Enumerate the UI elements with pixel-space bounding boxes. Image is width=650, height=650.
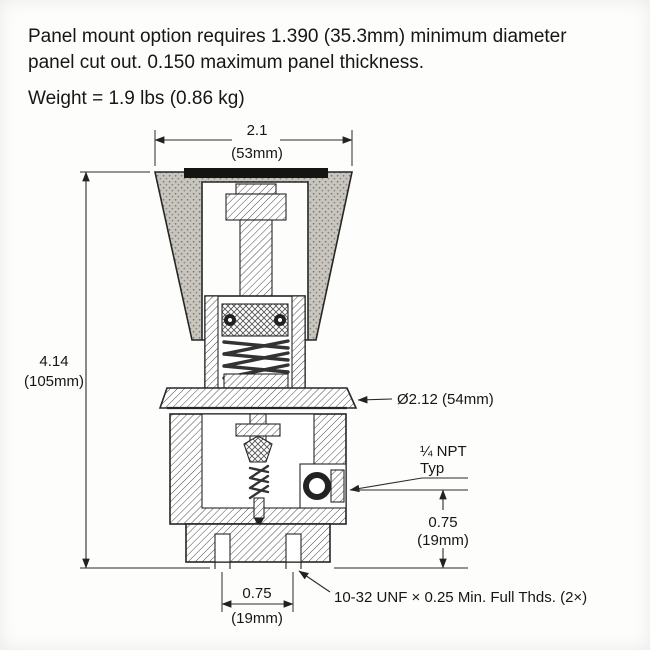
dim-hole-spacing: 0.75 (19mm)	[221, 572, 294, 627]
mounting-studs	[214, 562, 302, 569]
stem-cap	[235, 183, 277, 195]
poppet-stem	[253, 497, 265, 519]
weight-note: Weight = 1.9 lbs (0.86 kg)	[28, 88, 245, 109]
body-dia-label: Ø2.12 (54mm)	[397, 391, 494, 408]
flange-plate	[158, 387, 358, 409]
port-label-line1: ¼ NPT	[420, 443, 467, 460]
poppet	[243, 435, 273, 463]
mounting-hole-right	[285, 533, 302, 563]
port-label-line2: Typ	[420, 460, 444, 477]
diaphragm-flange	[158, 387, 358, 410]
hole-spacing-mm-label: (19mm)	[231, 610, 283, 627]
main-spring	[222, 339, 290, 380]
leader-body-diameter: Ø2.12 (54mm)	[357, 391, 494, 408]
stem-screw	[239, 219, 273, 309]
poppet-tip	[254, 518, 264, 528]
port-height-mm-label: (19mm)	[417, 532, 469, 549]
dim-port-height: 0.75 (19mm)	[334, 489, 469, 569]
o-ring-left-center	[228, 318, 232, 322]
panel-mount-note: Panel mount option requires 1.390 (35.3m…	[28, 24, 567, 76]
adjustment-knob	[154, 168, 353, 341]
lower-spring-seat	[223, 373, 289, 389]
knob-cap	[184, 168, 328, 178]
stem-guide	[235, 423, 281, 437]
mounting-hole-left	[214, 533, 231, 563]
dim-overall-height: 4.14 (105mm)	[24, 171, 210, 569]
port-retainer	[330, 469, 345, 503]
height-mm-label: (105mm)	[24, 373, 84, 390]
leader-port: ¼ NPT Typ	[349, 443, 468, 493]
panel-mount-note-line1: Panel mount option requires 1.390 (35.3m…	[28, 26, 567, 47]
stem-nut	[225, 193, 287, 221]
bonnet-wall-left	[204, 295, 219, 391]
valve-body	[169, 413, 347, 528]
knob-width-mm-label: (53mm)	[231, 145, 283, 162]
hole-spacing-in-label: 0.75	[242, 585, 271, 602]
port-o-ring	[303, 472, 331, 500]
panel-mount-note-line2: panel cut out. 0.150 maximum panel thick…	[28, 52, 425, 74]
leader-thread-note: 10-32 UNF × 0.25 Min. Full Thds. (2×)	[298, 570, 587, 606]
mounting-flange	[185, 523, 331, 569]
poppet-spring	[248, 464, 270, 500]
dim-knob-width: 2.1 (53mm)	[154, 122, 353, 166]
mounting-flange-block	[185, 523, 331, 563]
thread-note-label: 10-32 UNF × 0.25 Min. Full Thds. (2×)	[334, 589, 587, 606]
knob-width-in-label: 2.1	[247, 122, 268, 139]
bonnet-wall-right	[291, 295, 306, 391]
adjustment-stem	[225, 183, 287, 309]
height-in-label: 4.14	[39, 353, 68, 370]
bonnet	[204, 295, 306, 391]
port-height-in-label: 0.75	[428, 514, 457, 531]
o-ring-right-center	[278, 318, 282, 322]
